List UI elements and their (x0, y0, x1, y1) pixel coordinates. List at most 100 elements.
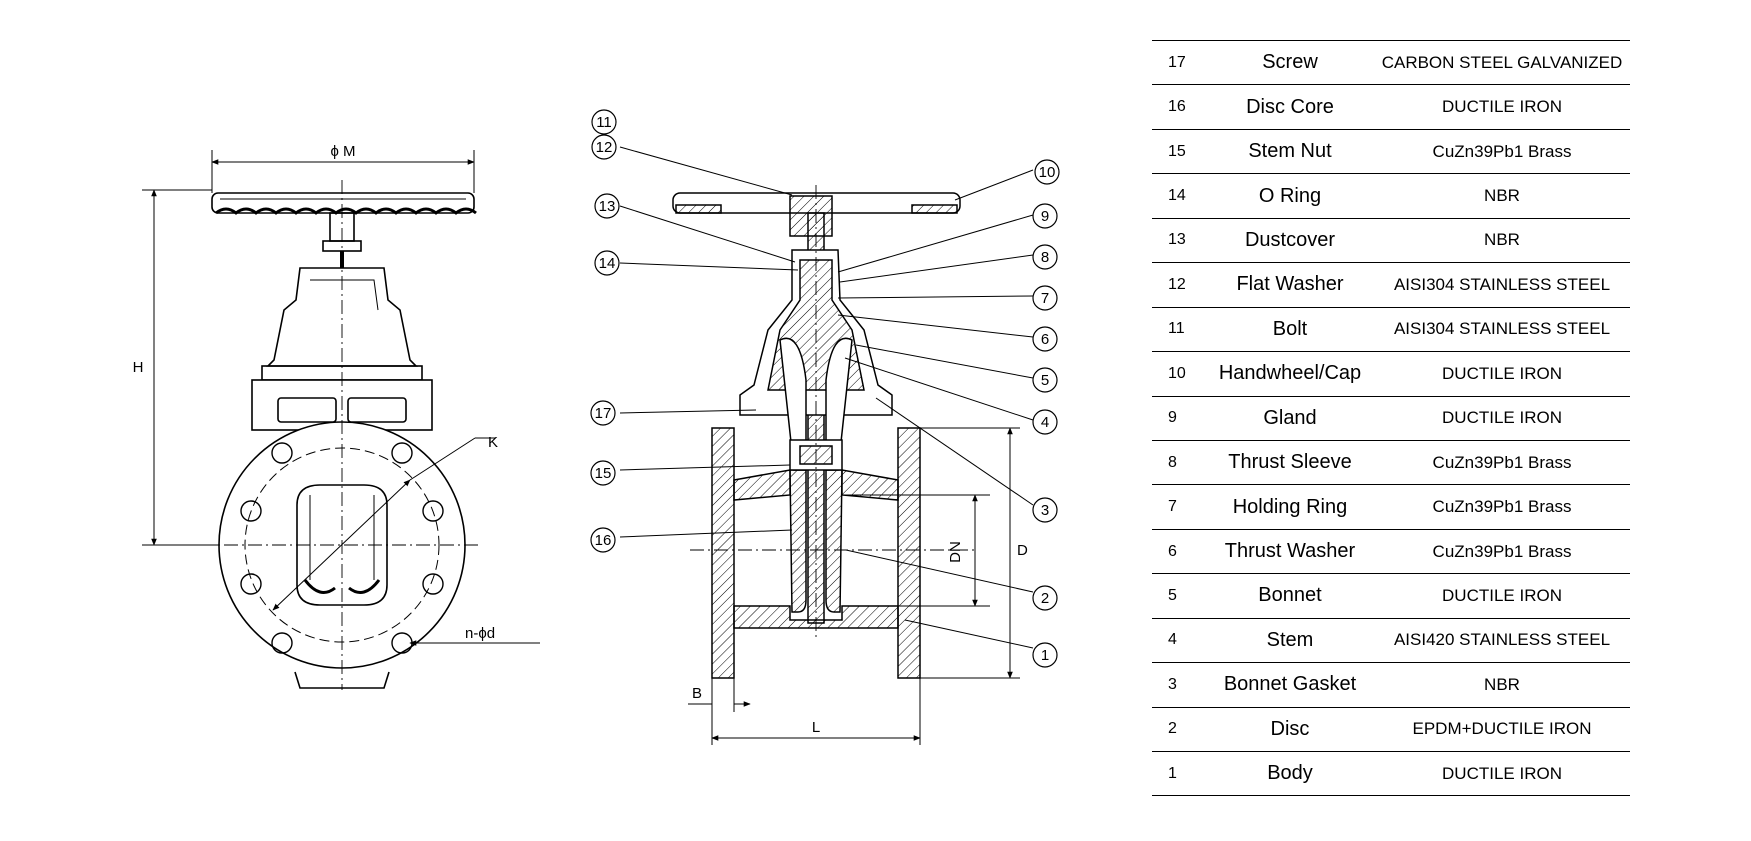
callout-label: 1 (1041, 647, 1049, 664)
dim-holes: n-ϕd (465, 625, 495, 642)
part-name: Dustcover (1206, 218, 1374, 264)
callout-leaders (619, 146, 1034, 649)
section-body-left-flange (711, 427, 735, 679)
part-material: CARBON STEEL GALVANIZED (1374, 39, 1630, 86)
part-number: 5 (1152, 573, 1206, 619)
part-number: 1 (1152, 751, 1206, 797)
callout-8: 8 (1032, 244, 1058, 270)
part-material: CuZn39Pb1 Brass (1374, 484, 1630, 530)
part-number: 3 (1152, 662, 1206, 708)
part-name: Flat Washer (1206, 262, 1374, 308)
part-name: Gland (1206, 396, 1374, 441)
callout-label: 17 (595, 405, 612, 422)
part-material: DUCTILE IRON (1374, 396, 1630, 441)
part-material: EPDM+DUCTILE IRON (1374, 707, 1630, 753)
part-number: 15 (1152, 129, 1206, 175)
part-number: 9 (1152, 396, 1206, 441)
part-name: Stem Nut (1206, 129, 1374, 175)
callout-7: 7 (1032, 285, 1058, 311)
callout-label: 6 (1041, 331, 1049, 348)
callout-12: 12 (591, 134, 617, 160)
dim-flange-dia: D (1017, 542, 1028, 559)
part-material: AISI304 STAINLESS STEEL (1374, 262, 1630, 308)
part-number: 10 (1152, 351, 1206, 397)
part-number: 7 (1152, 484, 1206, 530)
part-name: Disc Core (1206, 84, 1374, 130)
callout-label: 10 (1039, 164, 1056, 181)
callout-label: 4 (1041, 414, 1049, 431)
dim-length: L (812, 719, 820, 736)
callout-2: 2 (1032, 585, 1058, 611)
callout-15: 15 (590, 460, 616, 486)
section-body-right-flange (897, 427, 921, 679)
part-name: Stem (1206, 618, 1374, 664)
callout-label: 8 (1041, 249, 1049, 266)
front-handwheel (211, 192, 477, 215)
part-number: 13 (1152, 218, 1206, 264)
part-name: Bolt (1206, 307, 1374, 353)
part-name: Bonnet (1206, 573, 1374, 619)
front-bolt-holes (240, 442, 444, 654)
part-material: NBR (1374, 173, 1630, 219)
section-disc-left (789, 469, 807, 613)
callout-label: 13 (599, 198, 616, 215)
callout-label: 5 (1041, 372, 1049, 389)
part-number: 17 (1152, 39, 1206, 86)
callout-4: 4 (1032, 409, 1058, 435)
section-handwheel (672, 192, 961, 237)
part-number: 11 (1152, 307, 1206, 353)
part-name: Screw (1206, 39, 1374, 86)
part-number: 6 (1152, 529, 1206, 575)
part-material: DUCTILE IRON (1374, 84, 1630, 130)
part-material: AISI304 STAINLESS STEEL (1374, 307, 1630, 353)
part-number: 14 (1152, 173, 1206, 219)
callout-14: 14 (594, 250, 620, 276)
front-view-drawing: ϕ M H K n-ϕd (133, 143, 540, 690)
part-name: Body (1206, 751, 1374, 797)
part-name: Disc (1206, 707, 1374, 753)
dim-handwheel-dia: ϕ M (330, 143, 355, 160)
part-material: AISI420 STAINLESS STEEL (1374, 618, 1630, 664)
callout-label: 11 (596, 114, 612, 131)
part-name: Handwheel/Cap (1206, 351, 1374, 397)
callout-16: 16 (590, 527, 616, 553)
dim-nominal: DN (947, 541, 964, 563)
callout-6: 6 (1032, 326, 1058, 352)
callout-label: 9 (1041, 208, 1049, 225)
callout-label: 12 (596, 139, 613, 156)
part-material: CuZn39Pb1 Brass (1374, 440, 1630, 486)
dim-pcd: K (488, 434, 498, 451)
part-material: DUCTILE IRON (1374, 751, 1630, 797)
callout-5: 5 (1032, 367, 1058, 393)
part-name: O Ring (1206, 173, 1374, 219)
part-name: Thrust Washer (1206, 529, 1374, 575)
part-material: CuZn39Pb1 Brass (1374, 529, 1630, 575)
part-name: Thrust Sleeve (1206, 440, 1374, 486)
callout-1: 1 (1032, 642, 1058, 668)
callout-10: 10 (1034, 159, 1060, 185)
callout-label: 15 (595, 465, 612, 482)
callout-label: 2 (1041, 590, 1049, 607)
dim-flange-thk: B (692, 685, 702, 702)
section-disc-right (825, 469, 843, 613)
part-material: DUCTILE IRON (1374, 573, 1630, 619)
dim-height: H (133, 359, 144, 376)
